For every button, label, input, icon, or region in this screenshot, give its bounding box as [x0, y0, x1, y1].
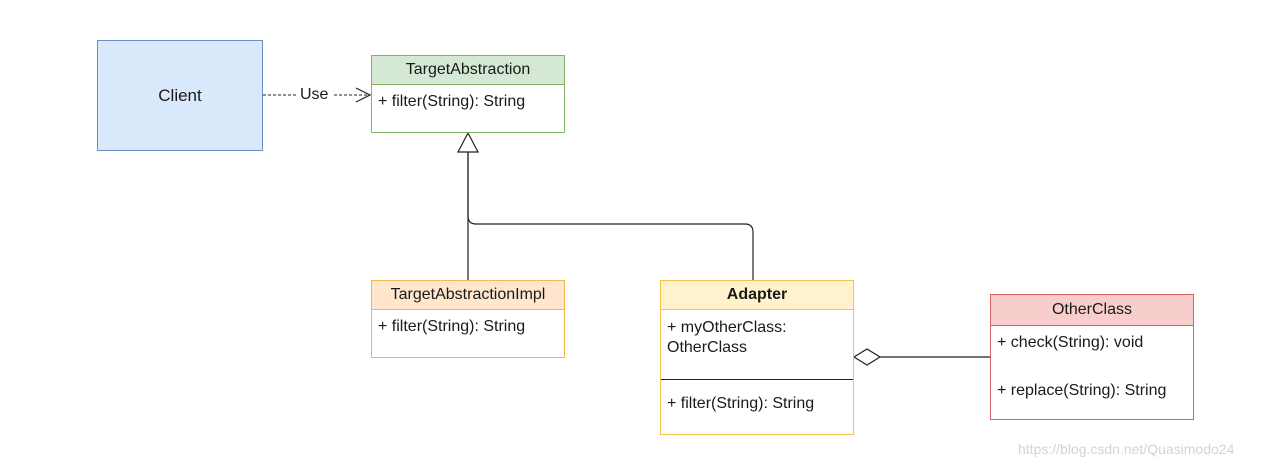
adapter-generalization-line [467, 152, 754, 280]
adapter-class[interactable]: Adapter + myOtherClass: OtherClass + fil… [660, 280, 854, 435]
adapter-attributes-section: + myOtherClass: OtherClass [661, 310, 853, 380]
generalization-triangle [457, 131, 479, 153]
other-class-method-replace: + replace(String): String [997, 382, 1167, 399]
target-abstraction-title: TargetAbstraction [372, 56, 564, 85]
adapter-attribute-line-2: OtherClass [667, 339, 748, 356]
client-node[interactable]: Client [97, 40, 263, 151]
target-abstraction-impl-title: TargetAbstractionImpl [372, 281, 564, 310]
adapter-method: + filter(String): String [667, 395, 815, 412]
adapter-attribute-line-1: + myOtherClass: [667, 319, 787, 336]
target-abstraction-class[interactable]: TargetAbstraction + filter(String): Stri… [371, 55, 565, 133]
aggregation-diamond [852, 348, 882, 366]
target-abstraction-impl-class[interactable]: TargetAbstractionImpl + filter(String): … [371, 280, 565, 358]
target-abstraction-method: + filter(String): String [378, 93, 526, 110]
client-label: Client [158, 85, 202, 105]
use-arrowhead [355, 87, 372, 103]
other-class-title: OtherClass [991, 295, 1193, 326]
other-class[interactable]: OtherClass + check(String): void + repla… [990, 294, 1194, 420]
watermark: https://blog.csdn.net/Quasimodo24 [1018, 441, 1235, 457]
target-abstraction-impl-method: + filter(String): String [378, 318, 526, 335]
use-edge-label: Use [299, 86, 330, 104]
other-class-method-check: + check(String): void [997, 334, 1144, 351]
adapter-title: Adapter [661, 281, 853, 310]
